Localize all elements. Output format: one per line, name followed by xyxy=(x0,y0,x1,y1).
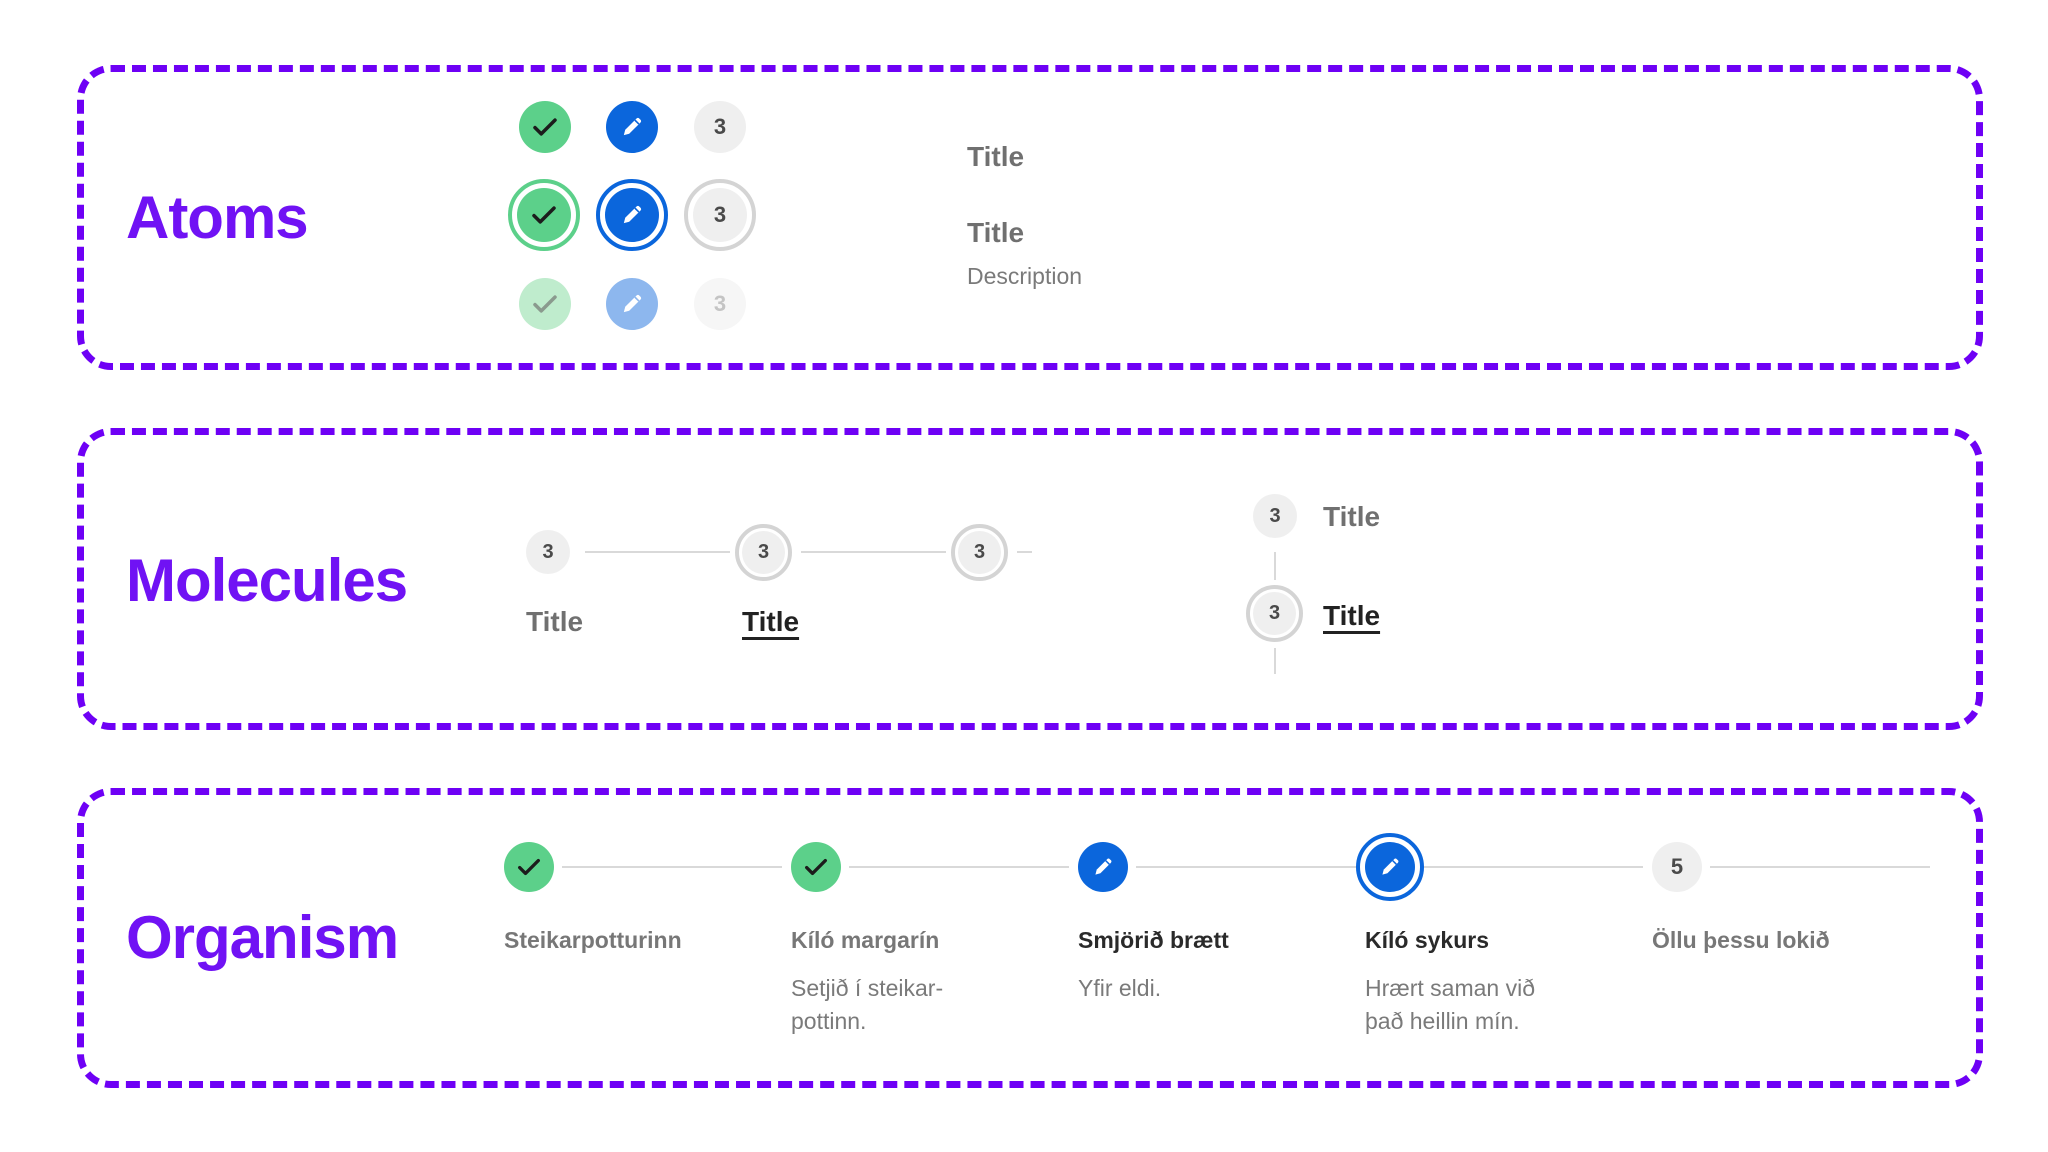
step-number-badge: 3 xyxy=(694,101,746,153)
pencil-icon-disabled xyxy=(606,278,658,330)
step-description-line: Setjið í steikar- xyxy=(791,975,944,1001)
step-label[interactable]: Title xyxy=(526,606,584,637)
check-icon[interactable] xyxy=(791,842,841,892)
atom-description: Description xyxy=(967,263,1083,289)
molecules-panel xyxy=(77,428,1983,730)
organism-heading: Organism xyxy=(126,904,399,971)
molecules-heading: Molecules xyxy=(126,547,408,614)
step-label[interactable]: Title xyxy=(1323,501,1381,532)
connector-line xyxy=(1274,552,1276,580)
connector-line xyxy=(849,866,1069,868)
step-ring-active[interactable]: 3 xyxy=(735,524,792,581)
connector-line xyxy=(1423,866,1643,868)
check-icon[interactable] xyxy=(504,842,554,892)
pencil-ring-active xyxy=(596,179,668,251)
step-label-active[interactable]: Title xyxy=(1323,600,1381,631)
connector-line xyxy=(1274,648,1276,674)
pencil-icon xyxy=(606,101,658,153)
step-title[interactable]: Öllu þessu lokið xyxy=(1652,927,1830,953)
connector-line xyxy=(1136,866,1356,868)
step-number-badge[interactable]: 3 xyxy=(526,530,570,574)
step-description-line: Yfir eldi. xyxy=(1078,975,1162,1001)
step-number-badge[interactable]: 3 xyxy=(1253,494,1297,538)
step-number-badge: 3 xyxy=(742,531,785,574)
step-description-line: Hrært saman við xyxy=(1365,975,1535,1001)
check-ring-active xyxy=(508,179,580,251)
step-number-badge-disabled: 3 xyxy=(694,278,746,330)
organism-panel xyxy=(77,788,1983,1088)
atom-title: Title xyxy=(967,141,1025,172)
check-icon-disabled xyxy=(519,278,571,330)
connector-line xyxy=(1017,551,1032,553)
step-description-line: pottinn. xyxy=(791,1008,867,1034)
step-label-active[interactable]: Title xyxy=(742,606,800,637)
connector-line xyxy=(585,551,730,553)
step-title[interactable]: Smjörið brætt xyxy=(1078,927,1229,953)
connector-line xyxy=(562,866,782,868)
atom-title-with-description: Title xyxy=(967,217,1025,248)
pencil-icon xyxy=(1365,842,1415,892)
step-ring[interactable]: 3 xyxy=(951,524,1008,581)
step-title[interactable]: Steikarpotturinn xyxy=(504,927,682,953)
step-title[interactable]: Kíló sykurs xyxy=(1365,927,1489,953)
step-number-badge: 3 xyxy=(1253,592,1296,635)
step-ring-active[interactable]: 3 xyxy=(1246,585,1303,642)
step-number-badge: 3 xyxy=(693,188,747,242)
step-description-line: það heillin mín. xyxy=(1365,1008,1520,1034)
check-icon xyxy=(517,188,571,242)
step-title[interactable]: Kíló margarín xyxy=(791,927,940,953)
connector-line xyxy=(801,551,946,553)
step-number-badge: 3 xyxy=(958,531,1001,574)
atoms-heading: Atoms xyxy=(126,184,309,251)
pencil-icon xyxy=(605,188,659,242)
check-icon xyxy=(519,101,571,153)
pencil-ring-active[interactable] xyxy=(1356,833,1424,901)
connector-line xyxy=(1710,866,1930,868)
atoms-panel xyxy=(77,65,1983,370)
pencil-icon[interactable] xyxy=(1078,842,1128,892)
step-number-badge[interactable]: 5 xyxy=(1652,842,1702,892)
number-ring-active: 3 xyxy=(684,179,756,251)
